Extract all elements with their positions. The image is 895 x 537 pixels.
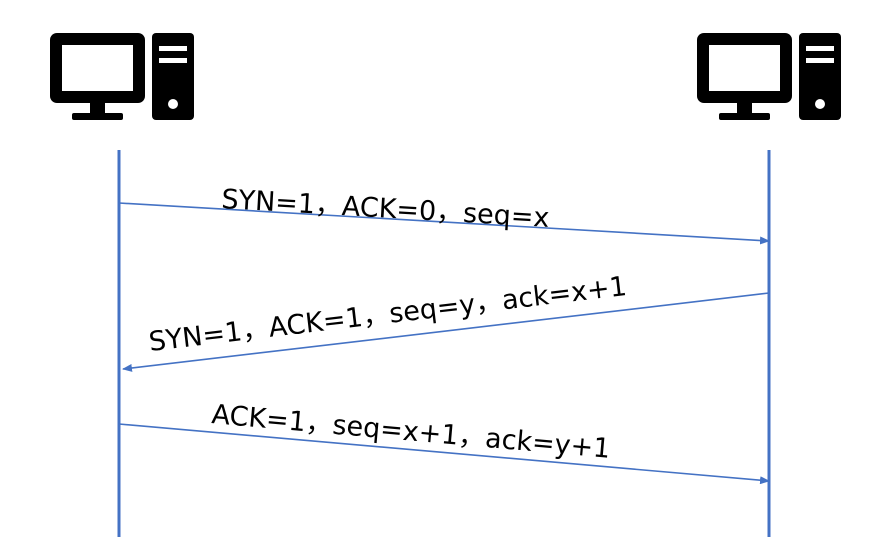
syn-arrow [118, 202, 770, 245]
left-host-computer-icon [50, 33, 194, 120]
syn-label: SYN=1，ACK=0，seq=x [221, 184, 551, 234]
ack-label: ACK=1，seq=x+1，ack=y+1 [210, 399, 611, 465]
syn-ack-arrow [122, 292, 770, 372]
syn-ack-label: SYN=1，ACK=1，seq=y，ack=x+1 [147, 271, 628, 358]
right-host-computer-icon [697, 33, 841, 120]
ack-arrow [118, 423, 770, 485]
